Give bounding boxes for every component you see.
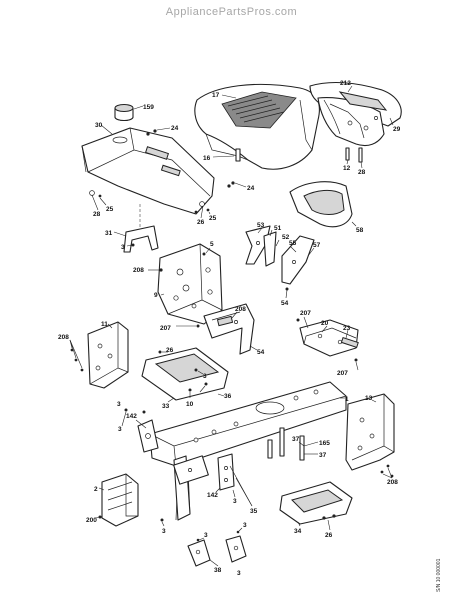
lower-bracket-part[interactable] bbox=[187, 535, 247, 567]
callout-3a: 3 bbox=[121, 244, 125, 251]
dash-bracket-part[interactable] bbox=[123, 204, 159, 253]
callout-208b: 208 bbox=[235, 306, 246, 313]
nut-part[interactable] bbox=[89, 190, 210, 214]
callout-142a: 142 bbox=[126, 413, 137, 420]
steering-lower-bracket-part[interactable] bbox=[203, 303, 255, 355]
callout-16: 16 bbox=[203, 155, 211, 162]
hinge-pin-part[interactable] bbox=[345, 147, 363, 163]
callout-57: 57 bbox=[313, 242, 321, 249]
callout-3h: 3 bbox=[243, 522, 247, 529]
callout-33: 33 bbox=[162, 403, 170, 410]
callout-26b: 26 bbox=[166, 347, 174, 354]
hood-part[interactable] bbox=[194, 83, 320, 170]
diagram-code: S/N 10 000001 bbox=[436, 558, 442, 592]
callout-3g: 3 bbox=[204, 532, 208, 539]
right-rear-plate-part[interactable] bbox=[345, 393, 395, 471]
callout-12: 12 bbox=[343, 165, 351, 172]
left-side-plate-part[interactable] bbox=[87, 321, 129, 389]
callout-212: 212 bbox=[340, 80, 351, 87]
callout-36: 36 bbox=[224, 393, 232, 400]
callout-165: 165 bbox=[319, 440, 330, 447]
console-bracket-part[interactable] bbox=[245, 225, 315, 285]
callout-37b: 37 bbox=[319, 452, 327, 459]
callout-28b: 28 bbox=[93, 211, 101, 218]
callout-54a: 54 bbox=[281, 300, 289, 307]
callout-2: 2 bbox=[94, 486, 98, 493]
steering-support-part[interactable] bbox=[157, 243, 223, 325]
rear-support-part[interactable] bbox=[267, 427, 305, 461]
callout-26c: 26 bbox=[325, 532, 333, 539]
watermark: AppliancePartsPros.com bbox=[165, 6, 298, 18]
callout-31: 31 bbox=[105, 230, 113, 237]
callout-34: 34 bbox=[294, 528, 302, 535]
callout-20: 20 bbox=[321, 320, 329, 327]
callout-3c: 3 bbox=[118, 426, 122, 433]
callout-35: 35 bbox=[250, 508, 258, 515]
callout-38: 38 bbox=[214, 567, 222, 574]
callout-25b: 25 bbox=[209, 215, 217, 222]
callout-labels: 17 212 29 159 30 24 16 12 28 24 28 25 26… bbox=[58, 80, 401, 577]
callout-53: 53 bbox=[257, 222, 265, 229]
dash-panel-part[interactable] bbox=[81, 127, 215, 215]
callout-5: 5 bbox=[210, 241, 214, 248]
callout-54b: 54 bbox=[257, 349, 265, 356]
frame-bracket-part[interactable] bbox=[173, 455, 209, 485]
callout-142b: 142 bbox=[207, 492, 218, 499]
callout-17: 17 bbox=[212, 92, 220, 99]
screw-part[interactable] bbox=[146, 129, 235, 188]
callout-207b: 207 bbox=[160, 325, 171, 332]
callout-24b: 24 bbox=[247, 185, 255, 192]
callout-28a: 28 bbox=[358, 169, 366, 176]
callout-30: 30 bbox=[95, 122, 103, 129]
front-plate-part[interactable] bbox=[101, 473, 139, 527]
callout-200: 200 bbox=[86, 517, 97, 524]
callout-29: 29 bbox=[393, 126, 401, 133]
callout-207c: 207 bbox=[337, 370, 348, 377]
left-footrest-part[interactable] bbox=[141, 347, 229, 401]
callout-9: 9 bbox=[154, 292, 158, 299]
callout-11: 11 bbox=[101, 321, 108, 328]
screw-part[interactable] bbox=[380, 464, 394, 478]
callout-52: 52 bbox=[282, 234, 290, 241]
screw-part[interactable] bbox=[70, 348, 84, 372]
callout-26a: 26 bbox=[197, 219, 205, 226]
center-bracket-part[interactable] bbox=[217, 453, 235, 491]
callout-207a: 207 bbox=[300, 310, 311, 317]
grille-side-panels-part[interactable] bbox=[309, 82, 402, 147]
hood-pin-part[interactable] bbox=[235, 148, 241, 162]
callout-208d: 208 bbox=[387, 479, 398, 486]
callout-58: 58 bbox=[356, 227, 364, 234]
callout-37a: 37 bbox=[292, 436, 300, 443]
callout-159: 159 bbox=[143, 104, 154, 111]
callout-3d: 3 bbox=[117, 401, 121, 408]
callout-208a: 208 bbox=[133, 267, 144, 274]
callout-1: 1 bbox=[345, 396, 349, 403]
callout-3b: 3 bbox=[203, 373, 207, 380]
axle-mount-part[interactable] bbox=[137, 419, 159, 453]
callout-3f: 3 bbox=[162, 528, 166, 535]
right-footrest-part[interactable] bbox=[279, 481, 353, 525]
callout-55: 55 bbox=[289, 240, 297, 247]
fuel-cap-part[interactable] bbox=[114, 104, 134, 122]
pedal-bracket-part[interactable] bbox=[299, 319, 359, 357]
seat-support-part[interactable] bbox=[289, 181, 353, 228]
callout-51: 51 bbox=[274, 225, 282, 232]
callout-3i: 3 bbox=[237, 570, 241, 577]
callout-25a: 25 bbox=[106, 206, 114, 213]
callout-13: 13 bbox=[365, 395, 373, 402]
callout-3e: 3 bbox=[233, 498, 237, 505]
callout-10: 10 bbox=[186, 401, 194, 408]
callout-23: 23 bbox=[343, 325, 351, 332]
callout-24a: 24 bbox=[171, 125, 179, 132]
callout-208c: 208 bbox=[58, 334, 69, 341]
